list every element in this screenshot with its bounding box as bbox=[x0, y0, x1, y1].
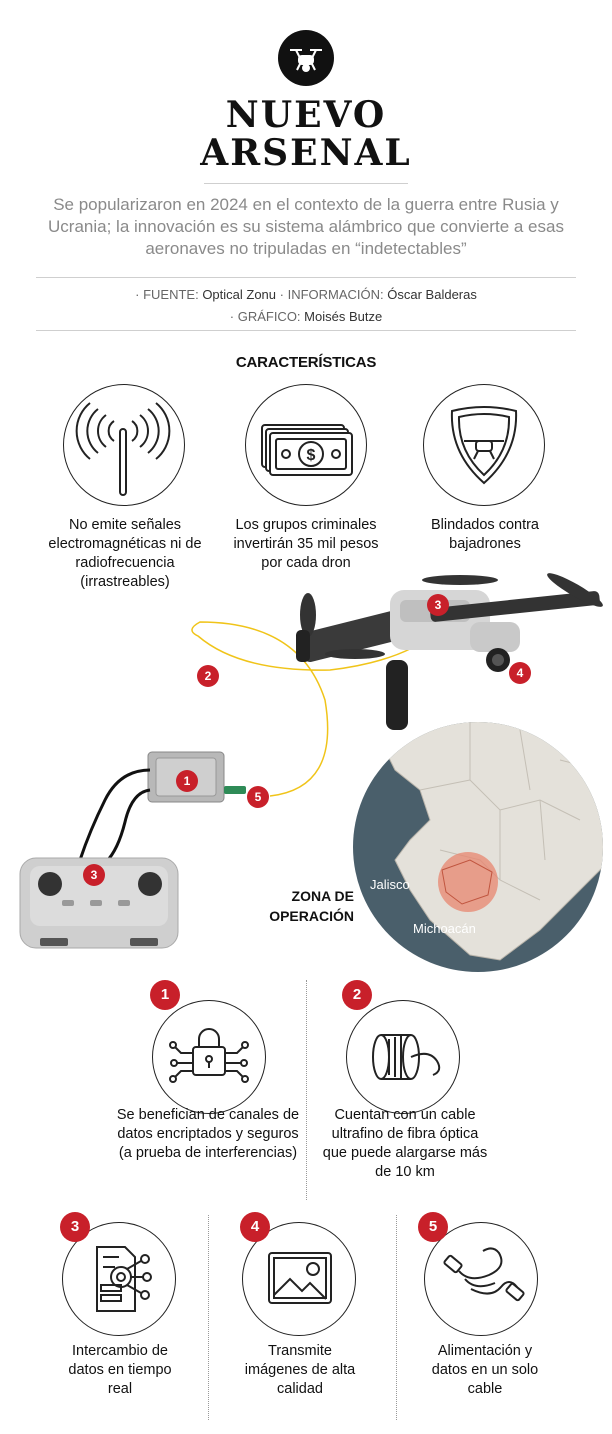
drone-system-diagram bbox=[19, 573, 603, 972]
badge-controller-3: 3 bbox=[83, 864, 105, 886]
detail-text-5: Alimentación y datos en un solo cable bbox=[431, 1343, 539, 1397]
zona-operacion-label: ZONA DE OPERACIÓN bbox=[230, 886, 354, 926]
detail-circle-1 bbox=[152, 1000, 266, 1114]
grafico-key: · GRÁFICO: bbox=[229, 309, 301, 324]
fiber-cable bbox=[191, 621, 413, 797]
credits-top-divider bbox=[36, 277, 576, 278]
fiber-spool-icon bbox=[372, 1034, 441, 1080]
badge-module-1: 1 bbox=[176, 770, 198, 792]
subtitle: Se popularizaron en 2024 en el contexto … bbox=[48, 195, 564, 258]
drone-logo-icon bbox=[278, 30, 334, 86]
detail-badge-5: 5 bbox=[418, 1212, 448, 1242]
detail-circle-3 bbox=[62, 1222, 176, 1336]
radio-signal-icon bbox=[75, 402, 171, 496]
remote-controller bbox=[19, 857, 179, 949]
detail-badge-3: 3 bbox=[60, 1212, 90, 1242]
details-divider-3 bbox=[396, 1215, 397, 1420]
details-divider-1 bbox=[306, 980, 307, 1200]
image-icon bbox=[268, 1252, 332, 1304]
detail-text-2: Cuentan con un cable ultrafino de fibra … bbox=[322, 1107, 488, 1180]
info-value: Óscar Balderas bbox=[387, 287, 477, 302]
feature-text-1: No emite señales electromagnéticas ni de… bbox=[48, 517, 202, 590]
detail-text-4: Transmite imágenes de alta calidad bbox=[244, 1343, 356, 1397]
title-line-1: NUEVO bbox=[225, 94, 387, 136]
detail-circle-5 bbox=[424, 1222, 538, 1336]
shield-drone-icon bbox=[450, 406, 518, 485]
detail-badge-1: 1 bbox=[150, 980, 180, 1010]
controller-cable-2 bbox=[104, 788, 151, 864]
page-title: NUEVO ARSENAL bbox=[0, 96, 612, 172]
badge-connector-5: 5 bbox=[247, 786, 269, 808]
cable-connector-icon bbox=[443, 1247, 525, 1302]
credits-bottom-divider bbox=[36, 330, 576, 331]
zona-line-2: OPERACIÓN bbox=[269, 908, 354, 924]
grafico-value: Moisés Butze bbox=[304, 309, 383, 324]
controller-cable-1 bbox=[78, 768, 151, 861]
svg-text:$: $ bbox=[307, 447, 316, 464]
encrypted-lock-icon bbox=[169, 1028, 249, 1083]
detail-circle-4 bbox=[242, 1222, 356, 1336]
drone-illustration bbox=[296, 573, 603, 730]
detail-text-1: Se benefician de canales de datos encrip… bbox=[116, 1107, 300, 1161]
fuente-key: · FUENTE: bbox=[135, 287, 199, 302]
details-divider-2 bbox=[208, 1215, 209, 1420]
fuente-value: Optical Zonu bbox=[202, 287, 277, 302]
map-mexico bbox=[353, 722, 603, 972]
detail-circle-2 bbox=[346, 1000, 460, 1114]
features-heading: CARACTERÍSTICAS bbox=[235, 354, 377, 371]
title-line-2: ARSENAL bbox=[200, 132, 412, 174]
money-bills-icon: $ bbox=[261, 424, 353, 476]
map-label-jalisco: Jalisco bbox=[370, 877, 410, 892]
feature-circle-1 bbox=[63, 384, 185, 506]
feature-circle-2: $ bbox=[245, 384, 367, 506]
data-exchange-icon bbox=[96, 1246, 152, 1312]
badge-drone-3: 3 bbox=[427, 594, 449, 616]
feature-text-2: Los grupos criminales invertirán 35 mil … bbox=[233, 517, 379, 571]
detail-text-3: Intercambio de datos en tiempo real bbox=[68, 1343, 172, 1397]
credits: · FUENTE: Optical Zonu · INFORMACIÓN: Ós… bbox=[30, 284, 582, 328]
title-divider bbox=[204, 183, 408, 184]
badge-camera-4: 4 bbox=[509, 662, 531, 684]
badge-cable-2: 2 bbox=[197, 665, 219, 687]
zona-line-1: ZONA DE bbox=[291, 888, 354, 904]
detail-badge-4: 4 bbox=[240, 1212, 270, 1242]
feature-text-3: Blindados contra bajadrones bbox=[430, 517, 539, 552]
feature-circle-3 bbox=[423, 384, 545, 506]
info-key: · INFORMACIÓN: bbox=[279, 287, 384, 302]
detail-badge-2: 2 bbox=[342, 980, 372, 1010]
map-label-michoacan: Michoacán bbox=[413, 921, 476, 936]
